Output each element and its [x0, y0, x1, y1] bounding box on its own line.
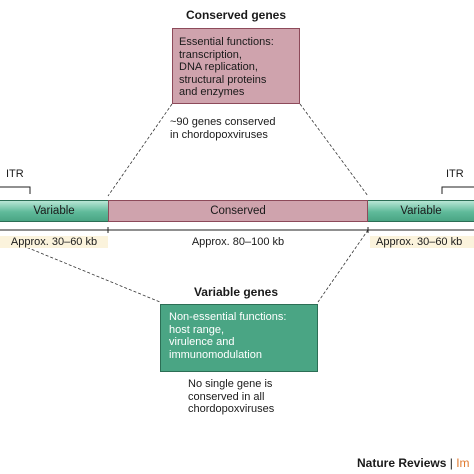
conserved-connector-right	[299, 103, 369, 197]
genome-segment-variable-left: Variable	[0, 200, 108, 222]
conserved-caption-line: in chordopoxviruses	[170, 128, 268, 141]
kb-label-center: Approx. 80–100 kb	[191, 236, 285, 248]
variable-connector-left	[3, 237, 161, 303]
itr-left-bracket	[0, 186, 31, 194]
variable-caption-line: No single gene is	[188, 378, 273, 390]
conserved-box-line: DNA replication,	[179, 61, 258, 73]
genome-segment-conserved: Conserved	[108, 200, 368, 222]
itr-right-bracket	[441, 186, 474, 194]
genome-segment-variable-right: Variable	[368, 200, 474, 222]
journal-name: Nature Reviews	[357, 456, 447, 470]
variable-genes-title: Variable genes	[193, 285, 279, 299]
variable-caption-line: chordopoxviruses	[188, 403, 275, 415]
conserved-box-line: Essential functions:	[179, 36, 274, 48]
itr-left-label: ITR	[6, 168, 24, 180]
conserved-caption-line: ~90 genes conserved	[170, 116, 276, 128]
conserved-box-line: structural proteins	[179, 73, 267, 86]
footer-section: Im	[456, 456, 470, 470]
journal-footer: Nature Reviews | Im	[357, 456, 470, 470]
itr-right-label: ITR	[446, 168, 464, 180]
conserved-box-line: and enzymes	[179, 86, 245, 98]
kb-label-left: Approx. 30–60 kb	[0, 236, 108, 248]
variable-box-line: host range,	[169, 323, 225, 336]
conserved-connector-left	[107, 103, 173, 197]
conserved-genes-title: Conserved genes	[185, 8, 287, 22]
variable-caption-line: conserved in all	[188, 390, 265, 403]
variable-box-line: virulence and	[169, 336, 235, 348]
variable-box-line: immunomodulation	[169, 348, 262, 361]
conserved-genes-box: Essential functions: transcription, DNA …	[172, 28, 300, 104]
variable-box-line: Non-essential functions:	[169, 311, 287, 323]
footer-separator: |	[449, 456, 453, 470]
conserved-genes-caption: ~90 genes conserved in chordopoxviruses	[160, 116, 322, 141]
conserved-box-line: transcription,	[179, 48, 242, 61]
variable-genes-box: Non-essential functions: host range, vir…	[160, 304, 318, 372]
variable-genes-caption: No single gene is conserved in all chord…	[160, 378, 318, 416]
kb-label-right: Approx. 30–60 kb	[370, 236, 474, 248]
